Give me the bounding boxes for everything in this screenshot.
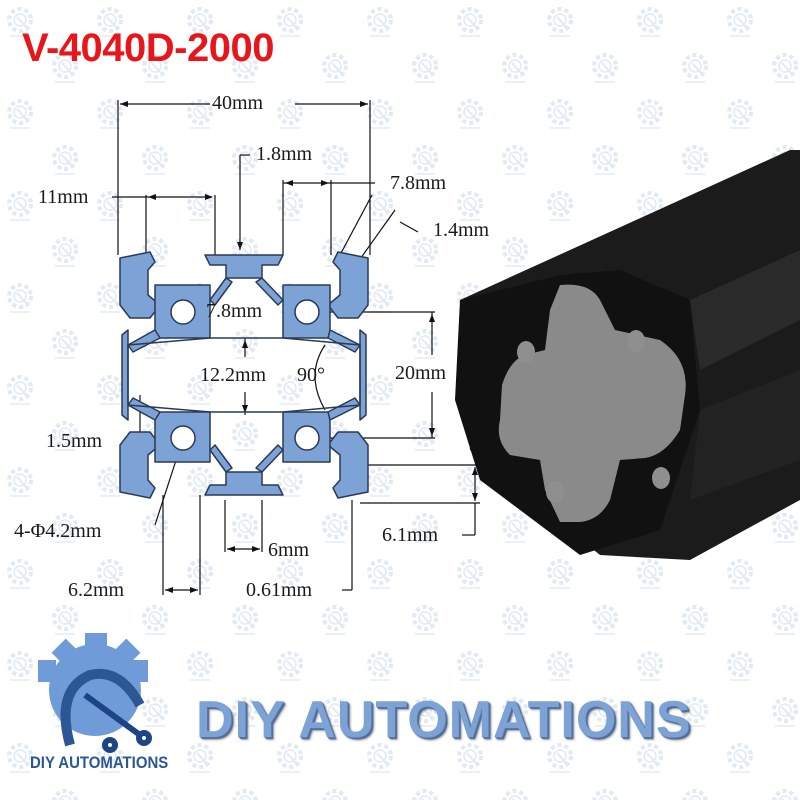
dim-1-5mm: 1.5mm [46,430,103,452]
dim-0-61mm: 0.61mm [246,579,313,601]
gear-icon [38,633,148,736]
wrench-icon [83,692,152,753]
dim-11mm: 11mm [38,186,89,208]
dim-12-2mm: 12.2mm [200,364,267,386]
dim-6-1mm: 6.1mm [382,524,439,546]
dim-20mm: 20mm [395,362,447,384]
logo-caption: DIY AUTOMATIONS [30,753,169,772]
diy-automations-logo [38,633,152,753]
dim-7-8mm-inner: 7.8mm [206,300,263,322]
dim-7-8mm-top: 7.8mm [390,172,447,194]
dim-90-degrees: 90° [297,364,325,386]
dim-1-4mm: 1.4mm [433,219,490,241]
product-title: V-4040D-2000 [22,26,274,70]
extrusion-render [455,150,800,560]
dim-6-2mm: 6.2mm [68,579,125,601]
brand-name: DIY AUTOMATIONS [196,691,692,749]
dim-1-8mm: 1.8mm [256,143,313,165]
profile-4040-shape [119,251,369,499]
dim-hole-diameter: 4-Φ4.2mm [14,520,102,542]
dim-6mm: 6mm [268,539,310,561]
dim-40mm: 40mm [212,92,264,114]
